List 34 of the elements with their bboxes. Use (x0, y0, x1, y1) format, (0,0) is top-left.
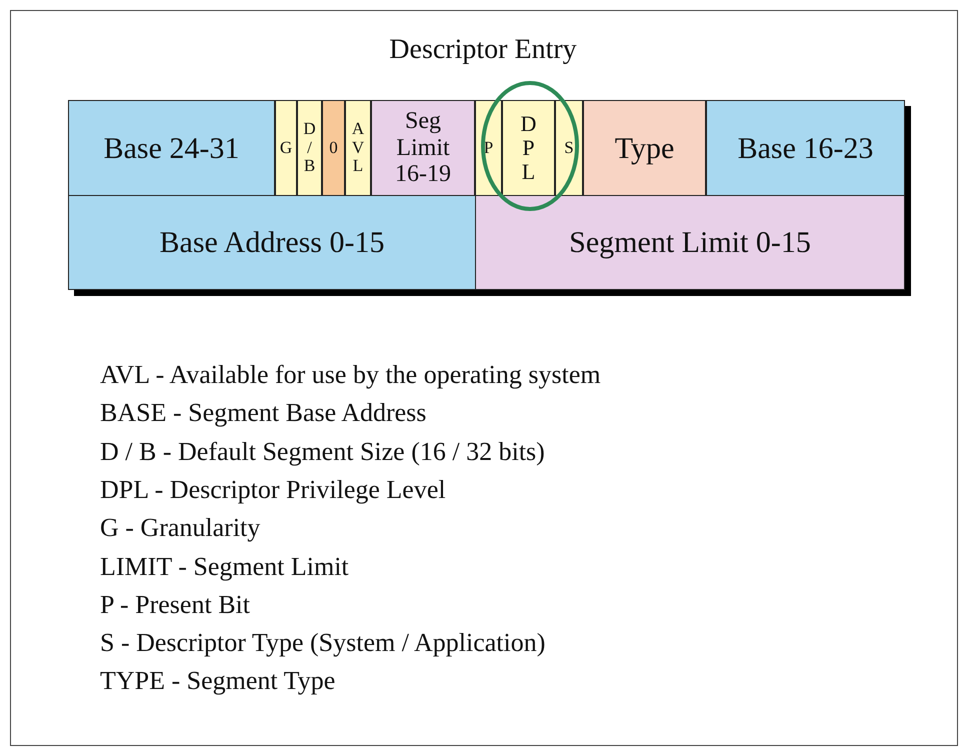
bit-field-cell (371, 100, 475, 196)
legend-definition: P - Present Bit (100, 590, 250, 620)
bit-field-cell (583, 100, 706, 196)
legend-definition: AVL - Available for use by the operating system (100, 360, 601, 390)
field-label: G (279, 138, 293, 158)
bit-field-cell (68, 195, 476, 290)
legend-definition: S - Descriptor Type (System / Application) (100, 628, 546, 658)
field-label: Segment Limit 0-15 (568, 226, 812, 259)
field-label: Base 24-31 (102, 132, 240, 164)
field-label: A V L (351, 120, 365, 176)
bit-field-cell (345, 100, 371, 196)
bit-field-cell (68, 100, 275, 196)
bit-field-cell (502, 100, 555, 196)
field-label: Base 16-23 (736, 132, 874, 164)
field-label: D / B (302, 120, 316, 176)
bit-field-cell (322, 100, 345, 196)
field-label: D P L (520, 112, 538, 184)
legend-definition: D / B - Default Segment Size (16 / 32 bits) (100, 436, 545, 467)
bit-field-cell (475, 195, 905, 290)
legend-definition: DPL - Descriptor Privilege Level (100, 474, 446, 505)
legend-definition: BASE - Segment Base Address (100, 398, 426, 428)
field-label: Seg Limit 16-19 (394, 108, 452, 188)
field-label: S (563, 138, 575, 158)
field-label: P (482, 138, 494, 158)
legend-definition: TYPE - Segment Type (100, 666, 336, 696)
field-label: Type (614, 132, 676, 164)
bit-field-cell (297, 100, 322, 196)
field-label: 0 (328, 138, 339, 158)
diagram-title: Descriptor Entry (388, 34, 578, 66)
legend-definition: LIMIT - Segment Limit (100, 552, 349, 582)
bit-field-cell (275, 100, 297, 196)
field-label: Base Address 0-15 (158, 226, 386, 259)
bit-field-cell (706, 100, 905, 196)
legend-definition: G - Granularity (100, 513, 260, 544)
